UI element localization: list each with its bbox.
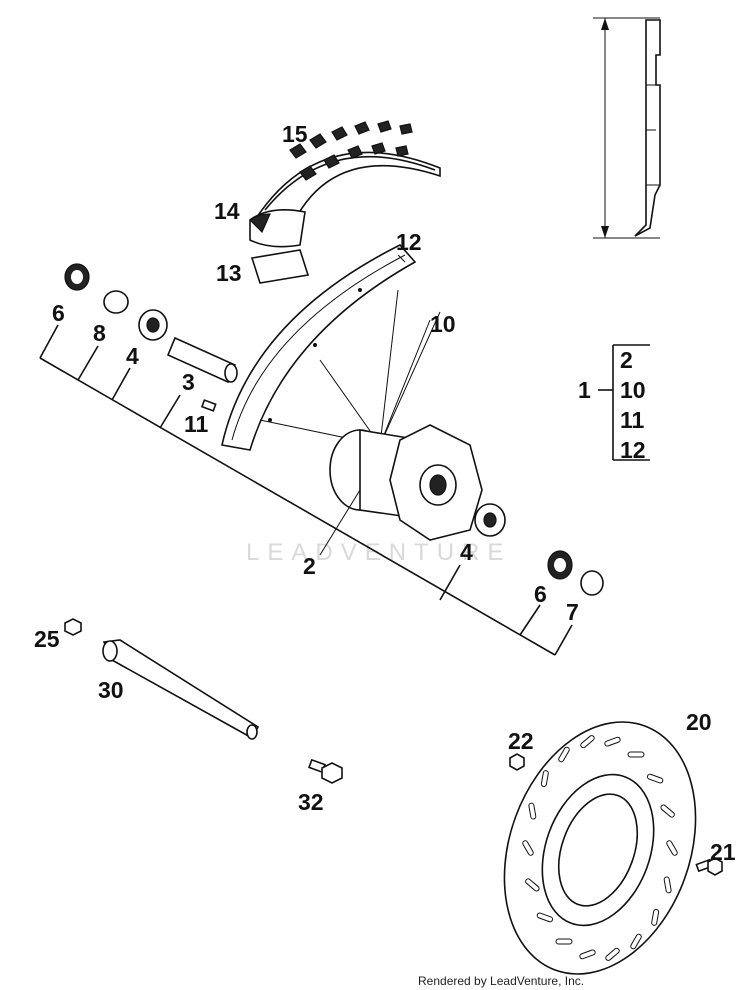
callout-11: 11 — [184, 411, 209, 437]
callout-3: 3 — [182, 369, 195, 395]
disc-vent-slot — [651, 909, 660, 926]
bolt-32 — [308, 758, 343, 784]
right-seal-6 — [547, 550, 573, 580]
spoke-nipple-11 — [200, 399, 217, 412]
nut-22 — [509, 753, 525, 771]
valve-stem-dimension-drawing — [593, 17, 661, 239]
brake-disc-20 — [503, 721, 697, 975]
rim — [221, 244, 417, 451]
nut-25 — [64, 618, 82, 636]
callout-4-left: 4 — [126, 343, 139, 369]
assembly-label-1: 1 — [578, 377, 591, 403]
rim-strap — [250, 249, 310, 284]
callout-15: 15 — [282, 121, 308, 147]
assembly-item-10: 10 — [620, 377, 646, 403]
disc-vent-slot — [525, 878, 540, 892]
axle-spacer-3 — [166, 336, 238, 384]
disc-vent-slot — [528, 802, 537, 820]
callout-6-right: 6 — [534, 581, 547, 607]
callout-25: 25 — [34, 626, 60, 652]
assembly-item-2: 2 — [620, 347, 633, 373]
callout-10: 10 — [430, 311, 456, 337]
disc-vent-slots — [522, 735, 678, 961]
callout-13: 13 — [216, 260, 242, 286]
callout-6-left: 6 — [52, 300, 65, 326]
disc-vent-slot — [663, 876, 672, 894]
disc-vent-slot — [558, 746, 570, 763]
disc-vent-slot — [540, 770, 549, 787]
left-bearing-4 — [138, 309, 168, 341]
callout-20: 20 — [686, 709, 712, 735]
footer-credit: Rendered by LeadVenture, Inc. — [418, 974, 584, 988]
bolt-21 — [695, 857, 723, 876]
tire — [253, 120, 441, 231]
callout-12: 12 — [396, 229, 422, 255]
assembly-item-12: 12 — [620, 437, 646, 463]
disc-vent-slot — [604, 736, 621, 747]
callout-8: 8 — [93, 320, 106, 346]
inner-tube — [249, 209, 306, 248]
disc-vent-slot — [580, 735, 595, 749]
spacer-8 — [103, 290, 129, 314]
left-seal-6 — [64, 263, 90, 291]
right-bearing-4 — [474, 503, 506, 537]
disc-vent-slot — [579, 949, 596, 960]
disc-vent-slot — [646, 773, 664, 784]
callout-22: 22 — [508, 728, 534, 754]
callout-32: 32 — [298, 789, 324, 815]
disc-vent-slot — [555, 938, 573, 945]
callout-7: 7 — [566, 599, 579, 625]
watermark-text: LEADVENTURE — [246, 539, 511, 566]
hub — [329, 424, 483, 541]
disc-vent-slot — [666, 840, 678, 856]
disc-vent-slot — [627, 751, 645, 758]
disc-vent-slot — [660, 804, 675, 818]
axle-30 — [102, 639, 260, 740]
spacer-7 — [580, 570, 604, 596]
leader-lines — [39, 254, 573, 656]
assembly-bracket — [598, 344, 650, 461]
callout-21: 21 — [710, 839, 736, 865]
callout-30: 30 — [98, 677, 124, 703]
disc-vent-slot — [605, 947, 620, 961]
callout-2: 2 — [303, 553, 316, 579]
disc-vent-slot — [522, 840, 534, 856]
callout-14: 14 — [214, 198, 240, 224]
assembly-item-11: 11 — [620, 407, 645, 433]
callout-4-right: 4 — [460, 539, 473, 565]
disc-vent-slot — [630, 933, 642, 950]
disc-vent-slot — [536, 912, 554, 923]
